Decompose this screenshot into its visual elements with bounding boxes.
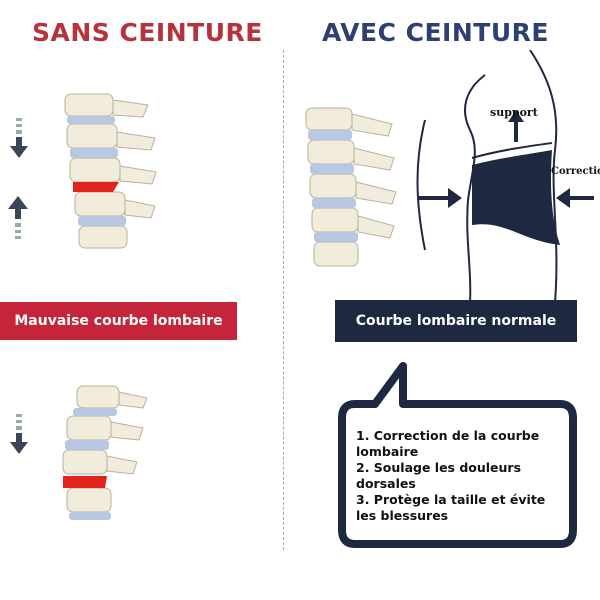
disc <box>310 164 354 174</box>
arrow-left-icon <box>556 188 594 208</box>
torso-with-belt-illustration <box>416 50 594 302</box>
spine-compressed-disc-illustration <box>62 385 148 520</box>
belt <box>472 150 560 245</box>
benefit-item: 2. Soulage les douleurs dorsales <box>356 460 522 491</box>
compressed-disc <box>63 476 107 488</box>
divider <box>283 50 284 550</box>
benefit-item: 1. Correction de la courbe lombaire <box>356 428 540 459</box>
disc <box>78 216 126 226</box>
arrow-right-icon <box>418 188 462 208</box>
support-label: support <box>490 106 538 119</box>
arrow-up-icon <box>508 110 524 142</box>
speech-bubble <box>338 362 577 548</box>
disc <box>69 512 111 520</box>
sans-ceinture-title: SANS CEINTURE <box>32 18 263 47</box>
herniated-disc <box>73 182 119 192</box>
disc <box>308 130 352 140</box>
arrow-up-icon <box>8 196 28 239</box>
correction-label: Correction <box>551 166 600 177</box>
benefit-item: 3. Protège la taille et évite les blessu… <box>356 492 546 523</box>
arrow-down-icon <box>10 414 28 454</box>
benefits-list: 1. Correction de la courbe lombaire 2. S… <box>356 428 556 524</box>
spine-normal-illustration <box>305 107 397 267</box>
disc <box>314 232 358 242</box>
disc <box>65 440 109 450</box>
disc <box>312 198 356 208</box>
disc <box>70 148 118 158</box>
normal-curve-banner: Courbe lombaire normale <box>335 300 577 342</box>
spine-bad-curve-illustration <box>64 93 157 249</box>
disc <box>67 116 115 124</box>
avec-ceinture-title: AVEC CEINTURE <box>322 18 549 47</box>
disc <box>73 408 117 416</box>
bad-curve-banner: Mauvaise courbe lombaire <box>0 302 237 340</box>
arrow-down-icon <box>10 118 28 158</box>
